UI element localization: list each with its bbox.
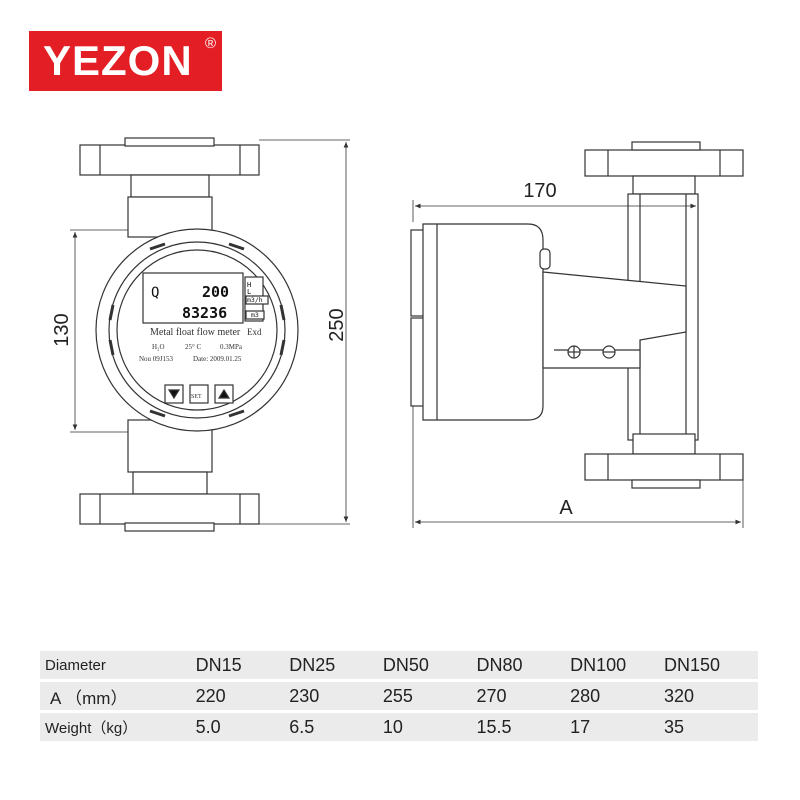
lcd-screen — [142, 272, 244, 324]
row-label: A （mm） — [40, 682, 196, 710]
serial-number: Nou 09J153 — [139, 355, 174, 363]
lcd-symbol: Q — [151, 285, 159, 301]
brand-name: YEZON — [43, 37, 193, 84]
table-row: A （mm） 220 230 255 270 280 320 — [40, 682, 758, 710]
set-button-label: SET — [191, 394, 202, 400]
table-cell: 270 — [476, 682, 571, 710]
table-cell: DN25 — [289, 651, 383, 679]
table-cell: 15.5 — [476, 713, 571, 741]
table-cell: DN15 — [195, 651, 290, 679]
table-cell: 230 — [289, 682, 383, 710]
table-cell: DN80 — [476, 651, 571, 679]
side-bottom-flange — [584, 453, 744, 481]
lcd-flag-l: L — [247, 288, 251, 296]
front-view — [70, 137, 350, 532]
product-name: Metal float flow meter — [150, 327, 241, 338]
side-view — [410, 141, 744, 528]
side-top-flange — [584, 149, 744, 177]
dim-label-250: 250 — [326, 308, 348, 341]
technical-drawing: Q 200 83236 H L m3/h m3 Metal float flow… — [51, 137, 744, 532]
side-housing — [422, 223, 544, 421]
table-row: Diameter DN15 DN25 DN50 DN80 DN100 DN150 — [40, 651, 758, 679]
spec-table: Diameter DN15 DN25 DN50 DN80 DN100 DN150… — [40, 648, 758, 744]
lcd-unit-rate: m3/h — [247, 296, 263, 304]
brand-logo: YEZON ® — [29, 31, 222, 91]
top-flange — [79, 144, 260, 176]
table-cell: 220 — [195, 682, 290, 710]
bottom-flange — [79, 493, 260, 525]
table-row: Weight（kg） 5.0 6.5 10 15.5 17 35 — [40, 713, 758, 741]
table-cell: 10 — [382, 713, 477, 741]
param-medium: H₂O — [152, 343, 165, 351]
registered-mark: ® — [204, 35, 216, 52]
lcd-unit-volume: m3 — [251, 311, 259, 319]
table-cell: DN100 — [570, 651, 665, 679]
table-cell: 6.5 — [289, 713, 383, 741]
param-temperature: 25° C — [185, 343, 202, 351]
manufacture-date: Date: 2009.01.25 — [193, 355, 242, 363]
param-pressure: 0.3MPa — [220, 343, 243, 351]
table-cell: 255 — [382, 682, 477, 710]
lcd-total-value: 83236 — [182, 304, 227, 322]
table-cell: DN150 — [664, 651, 758, 679]
ex-mark: Exd — [247, 327, 262, 337]
row-label: Diameter — [40, 651, 196, 679]
table-cell: 35 — [664, 713, 758, 741]
table-cell: 5.0 — [195, 713, 290, 741]
table-cell: 320 — [664, 682, 758, 710]
dim-label-a: A — [559, 497, 573, 519]
row-label: Weight（kg） — [40, 713, 196, 741]
lcd-flag-h: H — [247, 281, 251, 289]
table-cell: 280 — [570, 682, 665, 710]
mount-bracket — [542, 271, 687, 369]
dim-label-130: 130 — [51, 313, 73, 346]
table-cell: 17 — [570, 713, 665, 741]
lcd-flow-value: 200 — [202, 283, 229, 301]
set-button[interactable] — [189, 384, 209, 404]
dim-label-170: 170 — [523, 180, 556, 202]
table-cell: DN50 — [382, 651, 477, 679]
